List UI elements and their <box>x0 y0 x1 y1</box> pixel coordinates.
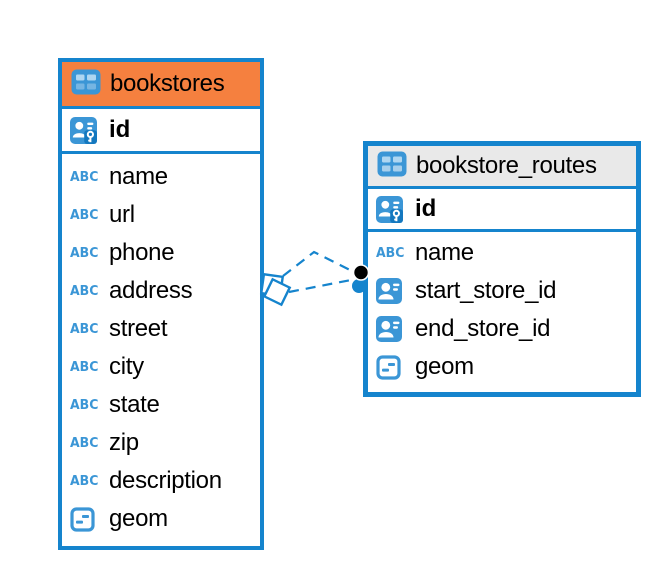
column-row-name[interactable]: ABC name <box>62 158 260 196</box>
column-row-zip[interactable]: ABC zip <box>62 424 260 462</box>
primary-key-row[interactable]: id <box>368 189 636 232</box>
primary-key-icon <box>376 195 410 223</box>
column-row-geom[interactable]: geom <box>368 348 636 386</box>
column-label: zip <box>109 429 139 456</box>
many-end-diamond-marker <box>259 272 292 307</box>
text-type-icon: ABC <box>70 434 99 451</box>
primary-key-label: id <box>415 195 437 222</box>
primary-key-label: id <box>109 116 131 143</box>
table-title: bookstores <box>110 70 225 97</box>
column-list: ABC name ABC url ABC phone ABC address A… <box>62 154 260 546</box>
geometry-type-icon <box>376 354 410 380</box>
column-row-city[interactable]: ABC city <box>62 348 260 386</box>
column-row-description[interactable]: ABC description <box>62 462 260 500</box>
table-bookstore-routes-header[interactable]: bookstore_routes <box>368 146 636 189</box>
column-row-end_store_id[interactable]: end_store_id <box>368 310 636 348</box>
text-type-icon: ABC <box>70 320 99 337</box>
text-type-icon: ABC <box>70 244 99 261</box>
column-label: city <box>109 353 144 380</box>
relationship-line-1[interactable] <box>282 250 353 277</box>
primary-key-icon <box>70 116 104 144</box>
text-type-icon: ABC <box>70 358 99 375</box>
table-bookstores-header[interactable]: bookstores <box>62 62 260 109</box>
column-row-address[interactable]: ABC address <box>62 272 260 310</box>
column-row-phone[interactable]: ABC phone <box>62 234 260 272</box>
relationship-line-2[interactable] <box>288 278 352 294</box>
column-label: name <box>415 239 474 266</box>
column-label: description <box>109 467 222 494</box>
column-label: name <box>109 163 168 190</box>
column-label: url <box>109 201 135 228</box>
text-type-icon: ABC <box>70 168 99 185</box>
column-row-name[interactable]: ABC name <box>368 234 636 272</box>
column-row-geom[interactable]: geom <box>62 500 260 538</box>
column-label: geom <box>415 353 474 380</box>
text-type-icon: ABC <box>70 472 99 489</box>
column-row-state[interactable]: ABC state <box>62 386 260 424</box>
column-label: end_store_id <box>415 315 551 342</box>
column-row-start_store_id[interactable]: start_store_id <box>368 272 636 310</box>
column-label: start_store_id <box>415 277 557 304</box>
column-label: state <box>109 391 160 418</box>
text-type-icon: ABC <box>376 244 405 261</box>
table-title: bookstore_routes <box>416 152 597 179</box>
primary-key-row[interactable]: id <box>62 109 260 154</box>
column-row-street[interactable]: ABC street <box>62 310 260 348</box>
text-type-icon: ABC <box>70 206 99 223</box>
column-label: address <box>109 277 193 304</box>
column-row-url[interactable]: ABC url <box>62 196 260 234</box>
table-icon <box>71 69 101 100</box>
table-bookstores[interactable]: bookstores id ABC name ABC url ABC ph <box>58 58 264 550</box>
column-list: ABC name start_store_id end_store_id geo… <box>368 232 636 392</box>
reference-id-icon <box>376 316 410 342</box>
table-bookstore-routes[interactable]: bookstore_routes id ABC name <box>363 141 641 397</box>
column-label: street <box>109 315 168 342</box>
reference-id-icon <box>376 278 410 304</box>
table-icon <box>377 151 407 182</box>
column-label: phone <box>109 239 175 266</box>
text-type-icon: ABC <box>70 396 99 413</box>
column-label: geom <box>109 505 168 532</box>
text-type-icon: ABC <box>70 282 99 299</box>
geometry-type-icon <box>70 506 104 532</box>
